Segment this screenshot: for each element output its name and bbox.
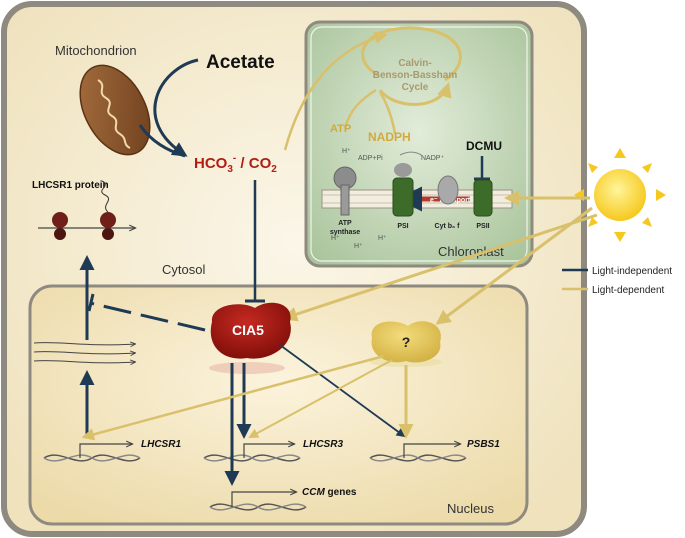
- mitochondrion-label: Mitochondrion: [55, 43, 137, 58]
- dcmu-label: DCMU: [466, 139, 502, 153]
- hco3-co2-label: HCO3- / CO2: [194, 153, 277, 175]
- ccm-gene-label: CCM genes: [302, 487, 357, 498]
- lhcsr1-protein-label: LHCSR1 protein: [32, 180, 109, 191]
- psi-complex: [392, 163, 414, 217]
- sun-to-unknown-arrow: [435, 206, 593, 325]
- legend-light-independent: Light-independent: [592, 266, 672, 277]
- unknown-label: ?: [402, 334, 411, 350]
- svg-text:H⁺: H⁺: [354, 243, 363, 250]
- mitochondrion-icon: [79, 64, 151, 156]
- acetate-label: Acetate: [206, 52, 275, 73]
- gene-psbs1: [369, 444, 467, 462]
- svg-text:synthase: synthase: [330, 229, 360, 236]
- legend-light-dependent: Light-dependent: [592, 285, 665, 296]
- mrna-strands: [33, 343, 135, 363]
- unknown-to-lhcsr1-arrow: [81, 354, 385, 441]
- nadph-to-calvin-arrow: [378, 91, 397, 135]
- svg-text:ADP+Pi: ADP+Pi: [358, 155, 383, 162]
- unknown-to-lhcsr3-arrow: [248, 359, 393, 438]
- acetate-to-hco3-arrow: [153, 58, 199, 157]
- atp-synthase-icon: [333, 166, 357, 216]
- ribosome-icon: [38, 180, 135, 240]
- svg-text:Calvin-: Calvin-: [398, 58, 431, 69]
- svg-text:H⁺: H⁺: [331, 235, 340, 242]
- cia5-inhibits-mrna: [89, 301, 206, 332]
- psii-complex: [473, 179, 493, 217]
- svg-text:H⁺: H⁺: [342, 148, 351, 155]
- svg-text:PSI: PSI: [397, 223, 408, 230]
- svg-text:Cycle: Cycle: [402, 82, 429, 93]
- calvin-cycle: Calvin- Benson-Bassham Cycle: [361, 26, 462, 106]
- lhcsr1-gene-label: LHCSR1: [141, 439, 181, 450]
- cia5-label: CIA5: [232, 322, 264, 338]
- sun-icon: [574, 148, 666, 242]
- cytosol-label: Cytosol: [162, 262, 205, 277]
- sun-to-cia5-arrow: [282, 213, 598, 322]
- svg-text:PSII: PSII: [476, 223, 489, 230]
- svg-text:NADP⁺: NADP⁺: [421, 155, 444, 162]
- unknown-factor: [370, 321, 442, 367]
- cytb6f-complex: [437, 175, 459, 205]
- svg-text:ATP: ATP: [338, 220, 352, 227]
- nucleus-label: Nucleus: [447, 501, 494, 516]
- cia5-protein: [209, 302, 291, 374]
- gene-lhcsr1: [43, 444, 141, 462]
- legend: Light-independent Light-dependent: [562, 266, 672, 296]
- gene-lhcsr3: [203, 444, 301, 462]
- svg-text:Cyt b₆ f: Cyt b₆ f: [435, 223, 461, 230]
- atp-to-calvin-arrow: [343, 88, 377, 129]
- chloroplast-label: Chloroplast: [438, 244, 504, 259]
- psbs1-gene-label: PSBS1: [467, 439, 500, 450]
- svg-text:Benson-Bassham: Benson-Bassham: [373, 70, 458, 81]
- gene-ccm: [209, 492, 307, 511]
- cia5-to-psbs1-arrow: [279, 344, 406, 438]
- lhcsr3-gene-label: LHCSR3: [303, 439, 343, 450]
- nadph-label: NADPH: [368, 130, 411, 144]
- svg-text:H⁺: H⁺: [378, 235, 387, 242]
- atp-label: ATP: [330, 123, 351, 135]
